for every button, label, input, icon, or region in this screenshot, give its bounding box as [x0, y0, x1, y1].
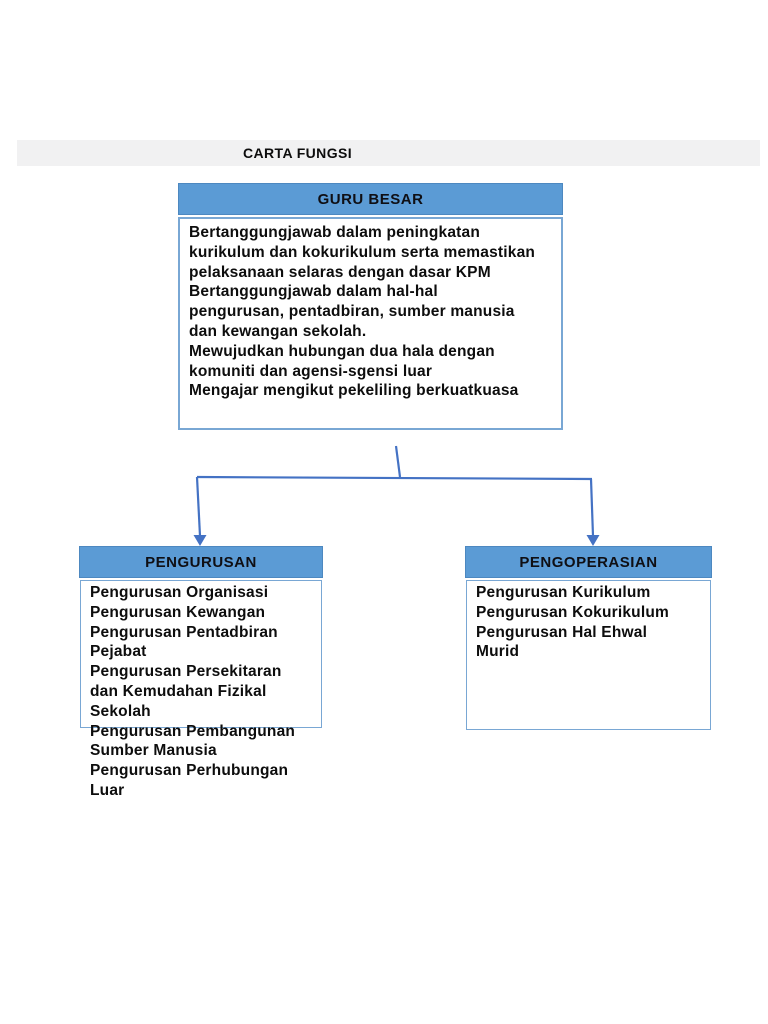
connector-right-drop [589, 478, 595, 537]
connector-horizontal [196, 475, 593, 481]
node-pengoperasian-body: Pengurusan Kurikulum Pengurusan Kokuriku… [466, 580, 711, 730]
node-guru-besar-title: GURU BESAR [317, 190, 424, 208]
page-title-band: CARTA FUNGSI [17, 140, 760, 166]
node-pengoperasian-header: PENGOPERASIAN [465, 546, 712, 578]
arrowhead-right [586, 535, 600, 546]
node-guru-besar-header: GURU BESAR [178, 183, 563, 215]
page-title: CARTA FUNGSI [243, 145, 353, 161]
arrowhead-left [193, 535, 207, 546]
node-pengurusan-title: PENGURUSAN [145, 553, 257, 571]
node-pengurusan-body: Pengurusan Organisasi Pengurusan Kewanga… [80, 580, 322, 799]
node-pengurusan-header: PENGURUSAN [79, 546, 323, 578]
node-guru-besar-body: Bertanggungjawab dalam peningkatan kurik… [178, 217, 563, 430]
node-pengoperasian-title: PENGOPERASIAN [519, 553, 658, 571]
connector-left-drop [195, 476, 202, 537]
connector-stub [394, 445, 402, 478]
